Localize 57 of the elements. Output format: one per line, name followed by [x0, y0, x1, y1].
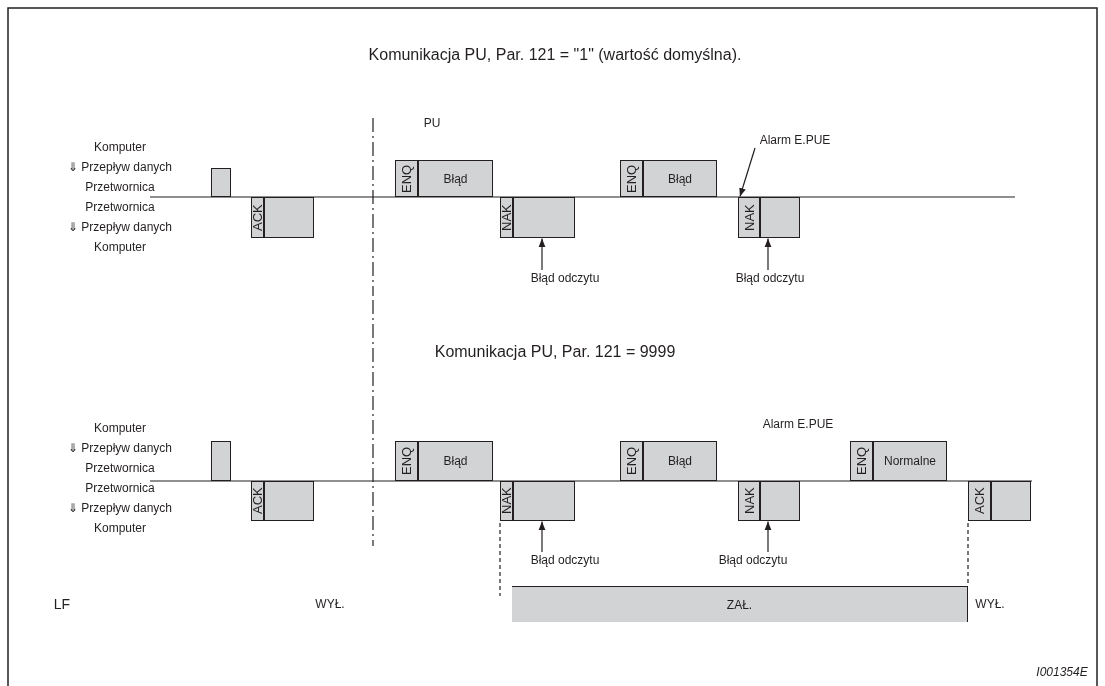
alarm-label: Alarm E.PUE	[762, 417, 834, 431]
frame-code-cell: ENQ	[620, 160, 643, 197]
data-frame	[211, 168, 231, 197]
data-frame	[264, 481, 314, 521]
leader-arrow	[764, 237, 772, 271]
data-flow-label: Przetwornica	[85, 200, 155, 214]
leader-arrow	[538, 237, 546, 271]
status-bar: ZAŁ.	[512, 586, 968, 622]
frame-code-cell: NAK	[500, 197, 513, 238]
data-frame	[264, 197, 314, 238]
data-flow-label: Komputer	[94, 140, 146, 154]
frame-code-cell: ENQ	[395, 441, 418, 481]
frame-code-cell: ENQ	[850, 441, 873, 481]
heading: Komunikacja PU, Par. 121 = 9999	[434, 343, 676, 361]
data-flow-label: ⇓ Przepływ danych	[68, 441, 172, 455]
callout-text: Alarm E.PUE	[750, 132, 840, 148]
data-flow-label: ⇓ Przepływ danych	[68, 160, 172, 174]
frame-code-cell: ENQ	[395, 160, 418, 197]
data-flow-label: ⇓ Przepływ danych	[68, 220, 172, 234]
data-frame	[991, 481, 1031, 521]
figure-id: I001354E	[1036, 665, 1088, 679]
data-frame: Błąd	[643, 160, 717, 197]
data-flow-label: Komputer	[94, 240, 146, 254]
data-frame	[760, 197, 800, 238]
data-frame	[211, 441, 231, 481]
data-flow-label: Przetwornica	[85, 180, 155, 194]
signal-label: LF	[53, 596, 71, 612]
data-frame	[760, 481, 800, 521]
data-frame	[513, 197, 575, 238]
data-frame: Normalne	[873, 441, 947, 481]
data-flow-label: ⇓ Przepływ danych	[68, 501, 172, 515]
state-label: WYŁ.	[975, 597, 1005, 611]
callout-text: Błąd odczytu	[520, 552, 610, 568]
frame-code-cell: ACK	[251, 481, 264, 521]
signal-label: PU	[423, 116, 441, 130]
data-flow-label: Komputer	[94, 521, 146, 535]
data-frame: Błąd	[643, 441, 717, 481]
state-label: WYŁ.	[315, 597, 345, 611]
data-frame: Błąd	[418, 441, 493, 481]
callout-text: Błąd odczytu	[520, 270, 610, 286]
leader-arrow	[538, 520, 546, 553]
frame-code-cell: NAK	[500, 481, 513, 521]
heading: Komunikacja PU, Par. 121 = "1" (wartość domyślna).	[368, 46, 742, 64]
data-flow-label: Przetwornica	[85, 461, 155, 475]
frame-code-cell: ACK	[251, 197, 264, 238]
frame-code-cell: ENQ	[620, 441, 643, 481]
leader-arrow	[764, 520, 772, 553]
frame-code-cell: NAK	[738, 197, 760, 238]
data-flow-label: Komputer	[94, 421, 146, 435]
data-frame	[513, 481, 575, 521]
callout-text: Błąd odczytu	[725, 270, 815, 286]
data-frame: Błąd	[418, 160, 493, 197]
frame-code-cell: NAK	[738, 481, 760, 521]
callout-text: Błąd odczytu	[708, 552, 798, 568]
frame-code-cell: ACK	[968, 481, 991, 521]
data-flow-label: Przetwornica	[85, 481, 155, 495]
leader-arrow	[739, 147, 756, 198]
